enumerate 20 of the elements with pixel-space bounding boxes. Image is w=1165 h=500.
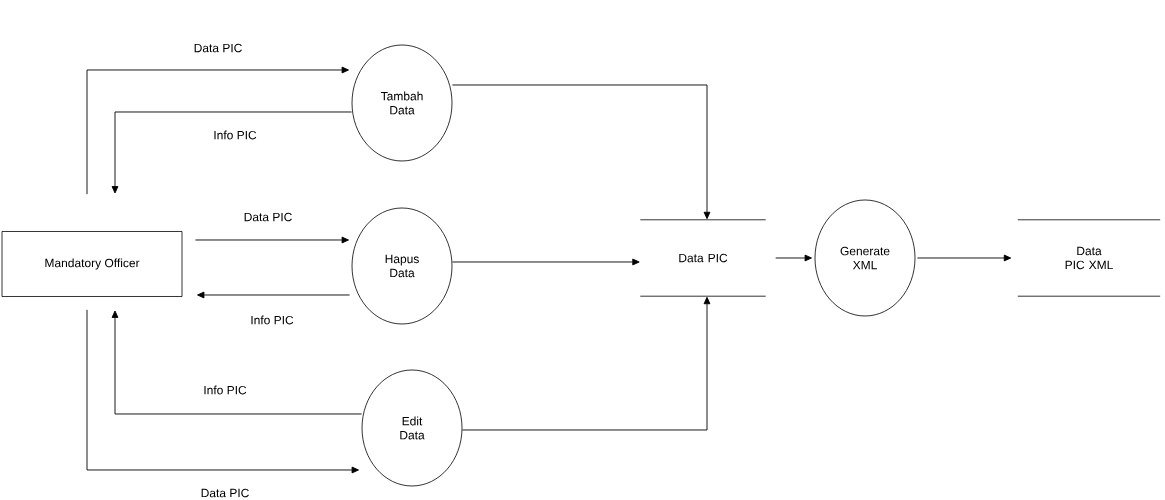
data-store: Data PIC xyxy=(639,219,767,297)
edge-label: Info PIC xyxy=(212,129,258,141)
arrow xyxy=(197,291,351,299)
edge-label: Data PIC xyxy=(199,487,251,499)
edge-label: Info PIC xyxy=(249,314,295,326)
entity-box: Mandatory Officer xyxy=(1,231,183,297)
edge-label: Data PIC xyxy=(192,42,244,54)
arrow xyxy=(194,236,349,244)
arrow xyxy=(916,254,1012,262)
arrow xyxy=(451,84,711,220)
arrow xyxy=(451,258,640,266)
arrow xyxy=(86,309,359,474)
arrow xyxy=(461,296,711,431)
data-store: Data PIC XML xyxy=(1017,219,1161,297)
edge-label: Info PIC xyxy=(202,384,248,396)
arrow xyxy=(86,66,349,195)
arrow xyxy=(775,254,812,262)
edge-label: Data PIC xyxy=(242,211,294,223)
arrow xyxy=(111,111,353,194)
arrow xyxy=(111,310,363,415)
